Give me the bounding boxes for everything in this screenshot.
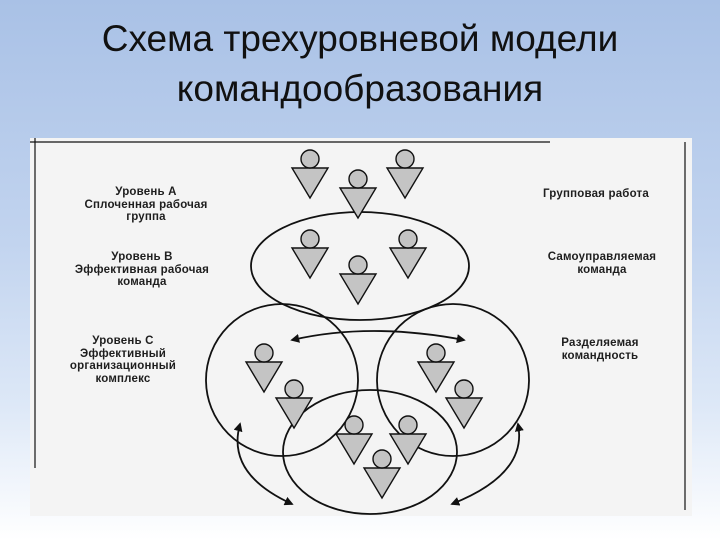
person-icon bbox=[362, 449, 402, 500]
level-c-right-text-1: Разделяемая bbox=[561, 337, 639, 349]
level-a-right-text: Групповая работа bbox=[543, 188, 649, 200]
arrow-top-curved bbox=[290, 330, 466, 344]
person-icon bbox=[338, 169, 378, 220]
level-c-desc-2: организационный bbox=[69, 360, 177, 372]
level-c-name: Уровень С bbox=[92, 335, 154, 347]
level-c-right-label: Разделяемая командность bbox=[535, 337, 665, 362]
level-a-desc-2: группа bbox=[126, 211, 166, 223]
level-b-desc-1: Эффективная рабочая bbox=[74, 263, 210, 276]
person-icon bbox=[444, 379, 484, 430]
arrow-left-curved bbox=[233, 422, 294, 506]
person-icon bbox=[416, 343, 456, 394]
level-b-left-label: Уровень В Эффективная рабочая команда bbox=[44, 251, 240, 289]
person-icon bbox=[388, 415, 428, 466]
level-b-name: Уровень В bbox=[111, 251, 173, 263]
slide-title-line-1: Схема трехуровневой модели bbox=[101, 18, 619, 59]
arrow-right-curved bbox=[450, 422, 524, 506]
level-b-right-text-1: Самоуправляемая bbox=[547, 251, 657, 263]
level-b-right-label: Самоуправляемая команда bbox=[522, 251, 682, 276]
level-c-left-label: Уровень С Эффективный организационный ко… bbox=[48, 335, 198, 385]
level-a-desc-1: Сплоченная рабочая bbox=[84, 198, 208, 211]
person-icon bbox=[290, 229, 330, 280]
person-icon bbox=[338, 255, 378, 306]
person-icon bbox=[290, 149, 330, 200]
level-a-name: Уровень А bbox=[115, 186, 177, 198]
level-b-right-text-2: команда bbox=[577, 263, 627, 276]
team-model-diagram bbox=[30, 138, 686, 515]
person-icon bbox=[274, 379, 314, 430]
person-icon bbox=[388, 229, 428, 280]
level-b-desc-2: команда bbox=[117, 276, 167, 288]
person-icon bbox=[334, 415, 374, 466]
person-icon bbox=[385, 149, 425, 200]
level-c-left-circle bbox=[205, 303, 359, 457]
level-a-right-label: Групповая работа bbox=[514, 188, 678, 201]
person-icon bbox=[244, 343, 284, 394]
slide-title-line-2: командообразования bbox=[176, 68, 544, 109]
level-a-left-label: Уровень А Сплоченная рабочая группа bbox=[50, 186, 242, 224]
diagram-frame: Уровень А Сплоченная рабочая группа Груп… bbox=[30, 138, 692, 516]
level-c-desc-3: комплекс bbox=[95, 372, 151, 385]
level-c-desc-1: Эффективный bbox=[79, 347, 167, 360]
level-c-right-text-2: командность bbox=[561, 349, 639, 362]
slide-title: Схема трехуровневой модели командообразо… bbox=[0, 14, 720, 114]
